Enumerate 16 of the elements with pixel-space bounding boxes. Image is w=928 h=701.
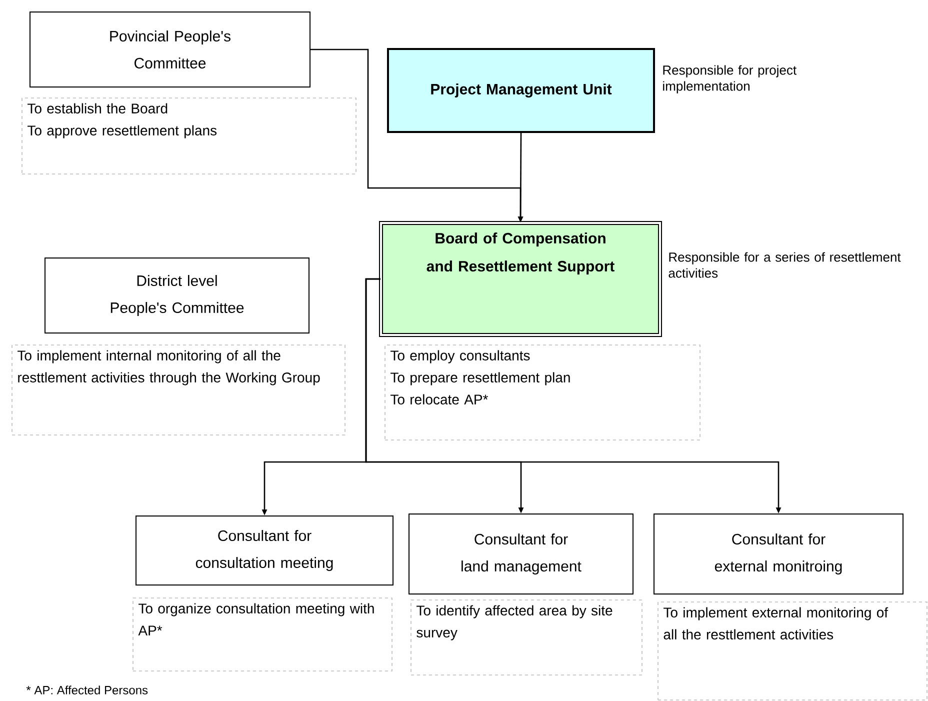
process-box: Project Management Unit [387, 48, 655, 133]
note-box: To identify affected area by site survey [410, 600, 642, 676]
process-box: Povincial People's Committee [30, 12, 310, 88]
footnote: * AP: Affected Persons [26, 686, 148, 694]
note-box: To organize consultation meeting with AP* [132, 598, 392, 672]
process-box: Consultant for consultation meeting [136, 516, 394, 586]
note-box: To implement internal monitoring of all the resttlement activities through the Working Group [12, 344, 346, 436]
note-box: To employ consultants To prepare resettlement plan To relocate AP* [384, 344, 700, 440]
note-box: To establish the Board To approve resettlement plans [22, 98, 356, 174]
process-box: District level People's Committee [44, 258, 310, 334]
process-box: Board of Compensation and Resettlement Support [379, 221, 662, 337]
note-box: To implement external monitoring of all the resttlement activities [658, 602, 928, 700]
side-note: Responsible for project implementation [663, 65, 796, 94]
side-note: Responsible for a series of resettlement activities [668, 252, 901, 278]
process-box: Consultant for external monitroing [654, 514, 904, 594]
process-box: Consultant for land management [408, 514, 634, 594]
